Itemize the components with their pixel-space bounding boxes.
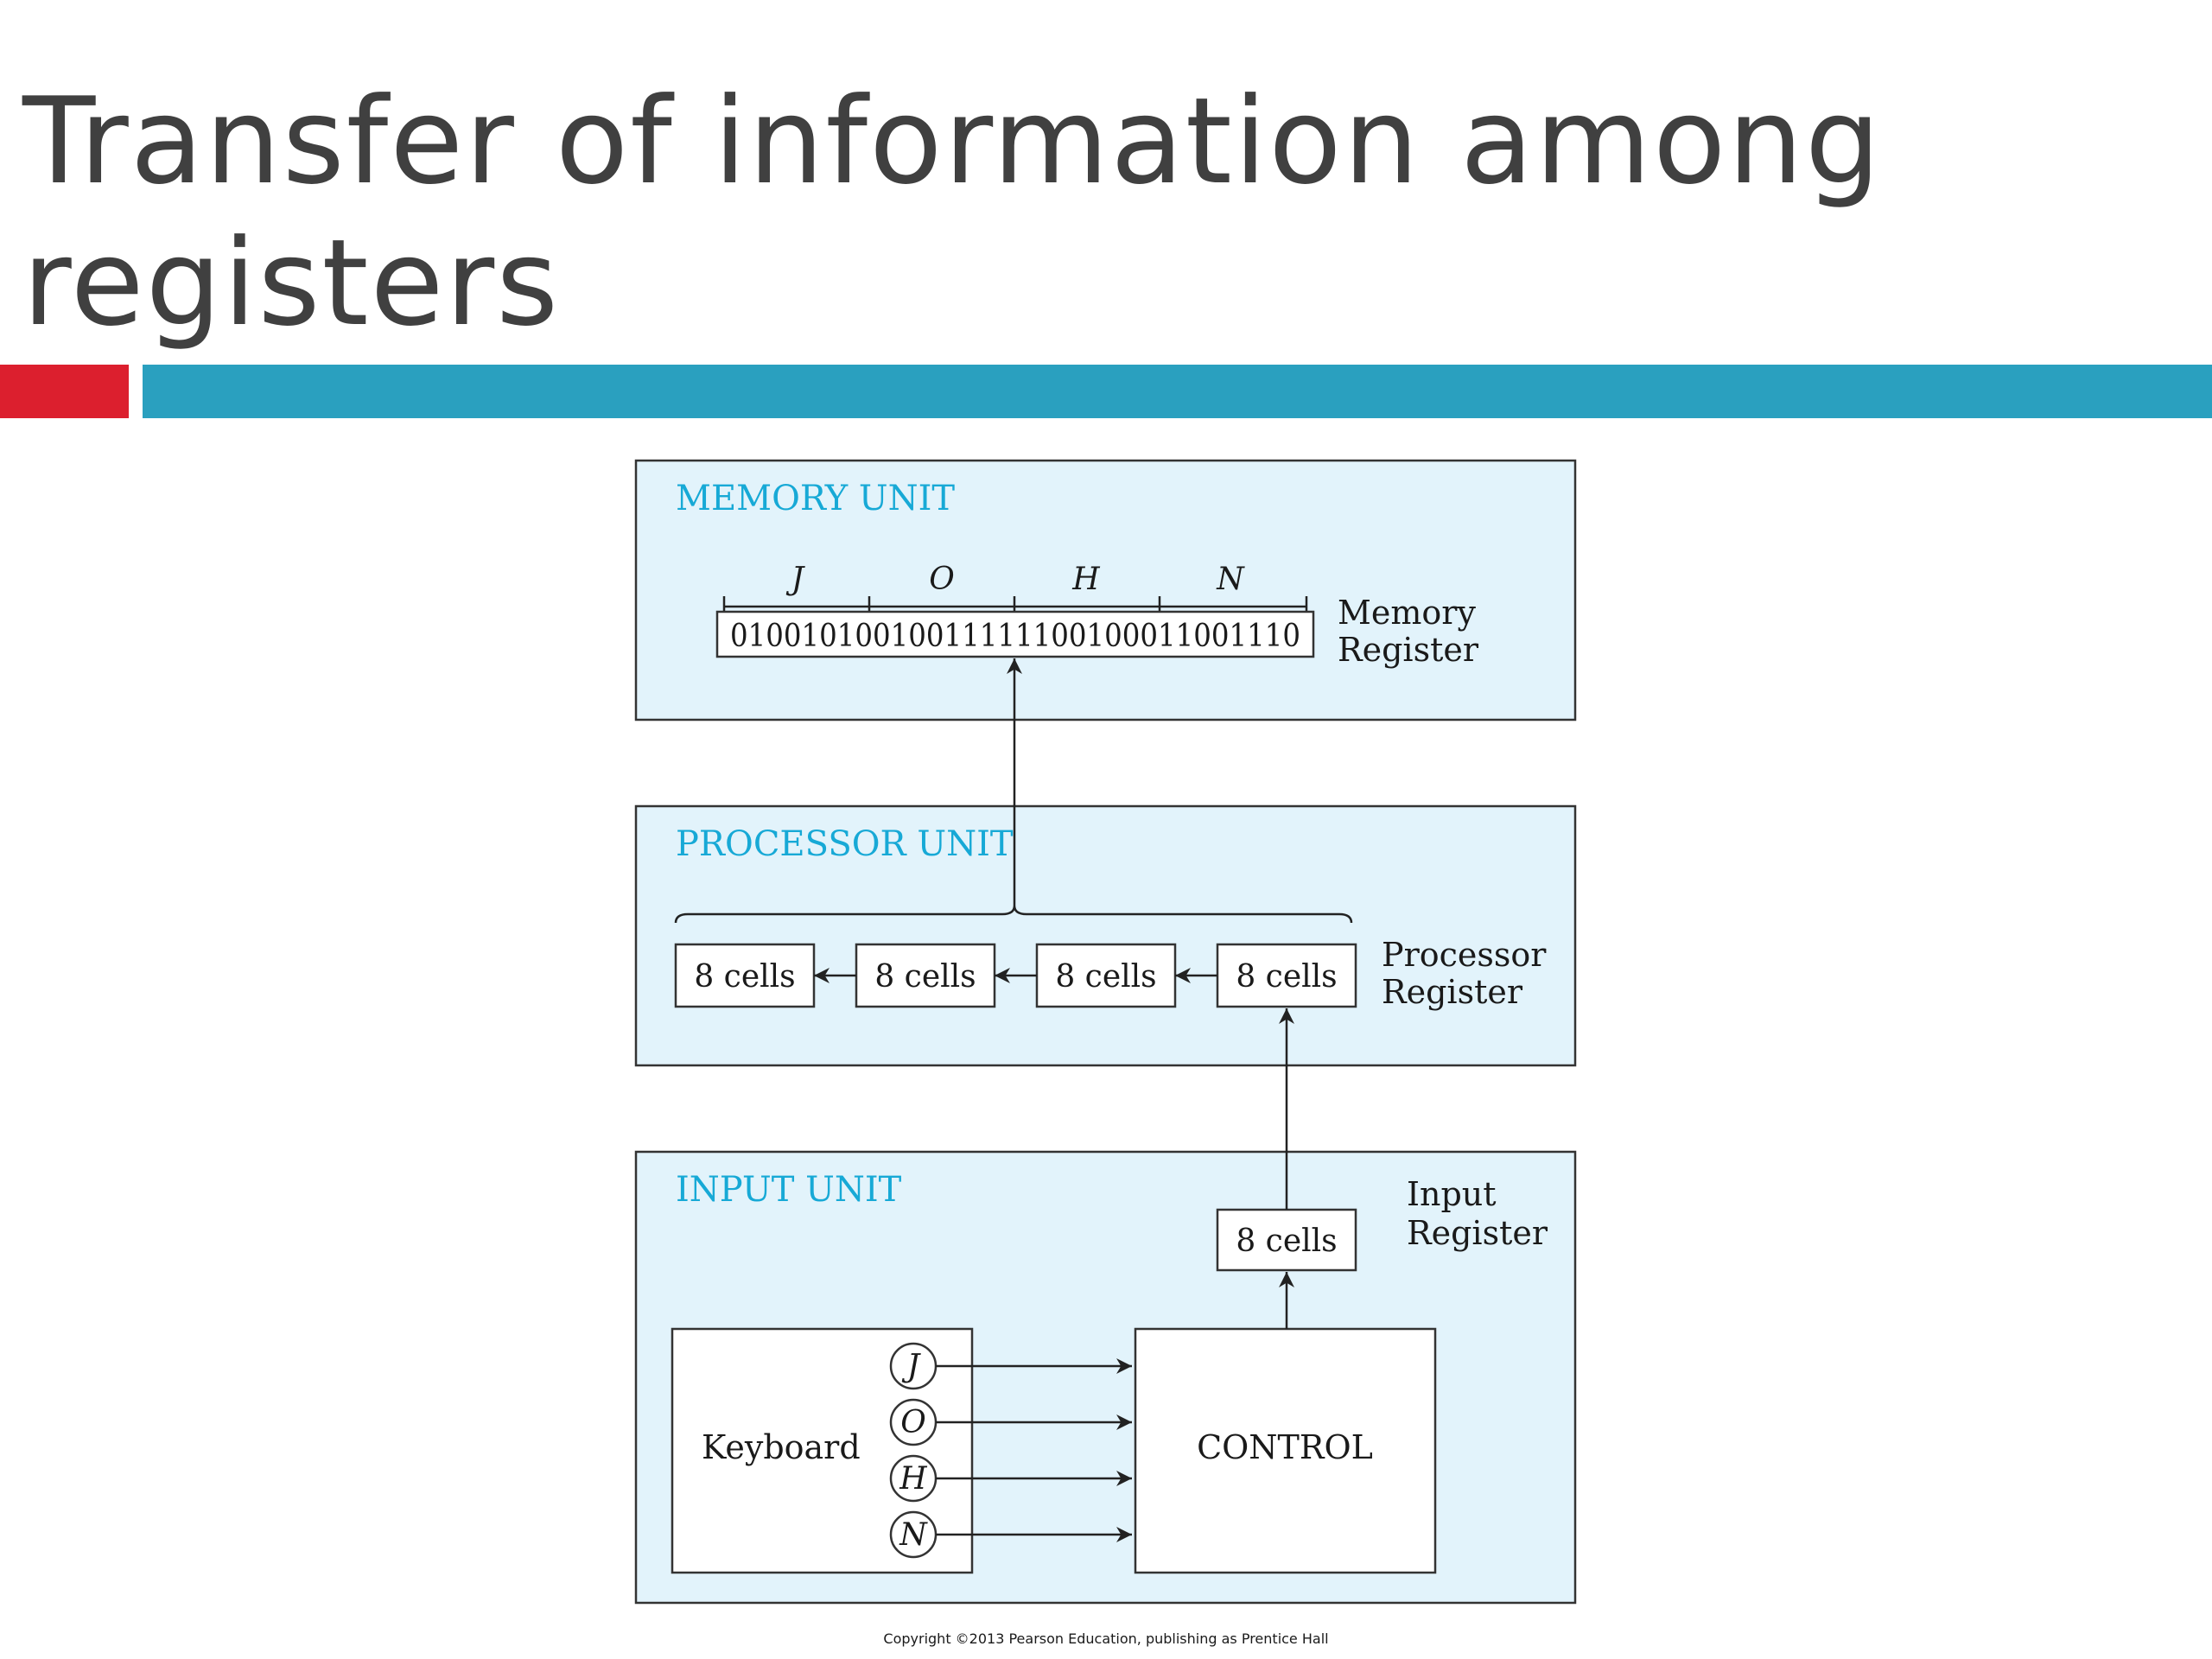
processor-cell-1: [674, 943, 816, 1008]
key-n-label: N: [899, 1517, 928, 1553]
memory-register-bits: 01001010010011111100100011001110: [730, 619, 1300, 654]
title-accent-teal-bar: [143, 365, 2212, 418]
processor-register-label-line2: Register: [1382, 973, 1523, 1011]
input-register-cell: [1216, 1208, 1357, 1272]
input-unit: INPUT UNIT 8 cells Input Register Keyboa…: [634, 1150, 1577, 1605]
memory-letter-h: H: [1071, 562, 1100, 597]
control-label: CONTROL: [1197, 1428, 1373, 1466]
key-o-label: O: [900, 1405, 926, 1440]
copyright-text: Copyright ©2013 Pearson Education, publi…: [883, 1630, 1328, 1647]
control-box: [1134, 1327, 1437, 1574]
memory-letter-n: N: [1216, 562, 1245, 597]
processor-unit: PROCESSOR UNIT 8 cells 8 cells 8 cells 8…: [634, 804, 1577, 1067]
processor-cell-3-label: 8 cells: [1055, 959, 1156, 995]
memory-register-label-line1: Memory: [1338, 594, 1476, 632]
processor-unit-title: PROCESSOR UNIT: [676, 824, 1014, 864]
processor-cell-4: [1216, 943, 1357, 1008]
memory-unit: MEMORY UNIT J O H N 01001010010011111100…: [634, 459, 1577, 721]
input-unit-title: INPUT UNIT: [676, 1170, 902, 1210]
title-accent-red-bar: [0, 365, 129, 418]
memory-register-box: [715, 610, 1315, 658]
memory-unit-title: MEMORY UNIT: [676, 479, 955, 518]
processor-cell-4-label: 8 cells: [1236, 959, 1337, 995]
processor-cell-2: [855, 943, 996, 1008]
processor-unit-box: [634, 804, 1577, 1067]
processor-cell-1-label: 8 cells: [694, 959, 795, 995]
processor-cell-2-label: 8 cells: [874, 959, 976, 995]
key-h-label: H: [899, 1461, 927, 1497]
processor-register-label-line1: Processor: [1382, 936, 1547, 974]
memory-register-label-line2: Register: [1338, 631, 1479, 669]
input-register-cell-label: 8 cells: [1236, 1224, 1337, 1259]
slide-title: Transfer of information among registers: [22, 72, 1883, 353]
input-register-label-line1: Input: [1407, 1175, 1497, 1213]
memory-unit-box: [634, 459, 1577, 721]
input-register-label-line2: Register: [1407, 1214, 1548, 1252]
memory-letter-o: O: [929, 562, 955, 597]
keyboard-label: Keyboard: [702, 1428, 861, 1466]
